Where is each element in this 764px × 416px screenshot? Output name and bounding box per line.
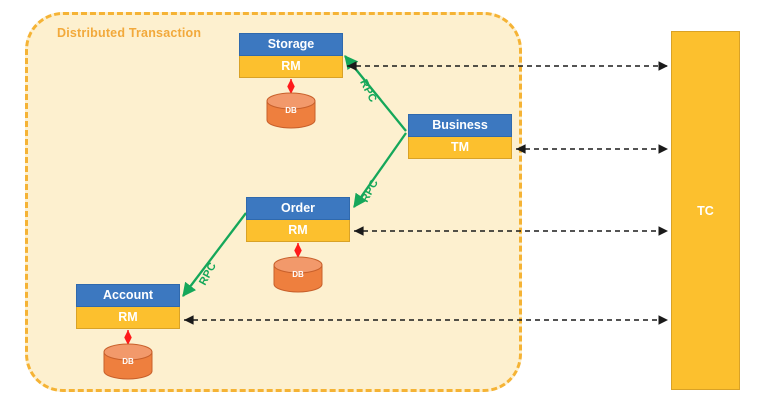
transaction-coordinator-label: TC bbox=[697, 203, 714, 218]
database-icon-storage bbox=[266, 92, 316, 129]
node-business[interactable]: Business TM bbox=[408, 114, 512, 159]
database-storage: DB bbox=[267, 93, 315, 127]
node-account-role: RM bbox=[76, 307, 180, 329]
node-storage-title: Storage bbox=[239, 33, 343, 56]
database-label: DB bbox=[285, 106, 297, 115]
transaction-coordinator-box[interactable]: TC bbox=[671, 31, 740, 390]
node-order-title: Order bbox=[246, 197, 350, 220]
node-storage[interactable]: Storage RM bbox=[239, 33, 343, 78]
node-account[interactable]: Account RM bbox=[76, 284, 180, 329]
node-order-role: RM bbox=[246, 220, 350, 242]
node-order[interactable]: Order RM bbox=[246, 197, 350, 242]
database-label: DB bbox=[122, 357, 134, 366]
node-business-title: Business bbox=[408, 114, 512, 137]
distributed-transaction-label: Distributed Transaction bbox=[57, 26, 202, 40]
database-label: DB bbox=[292, 270, 304, 279]
node-account-title: Account bbox=[76, 284, 180, 307]
rpc-link-business-account bbox=[182, 212, 247, 297]
node-business-role: TM bbox=[408, 137, 512, 159]
database-order: DB bbox=[274, 257, 322, 291]
database-icon-order bbox=[273, 256, 323, 293]
rpc-link-business-order bbox=[353, 132, 407, 208]
database-account: DB bbox=[104, 344, 152, 378]
database-icon-account bbox=[103, 343, 153, 380]
node-storage-role: RM bbox=[239, 56, 343, 78]
